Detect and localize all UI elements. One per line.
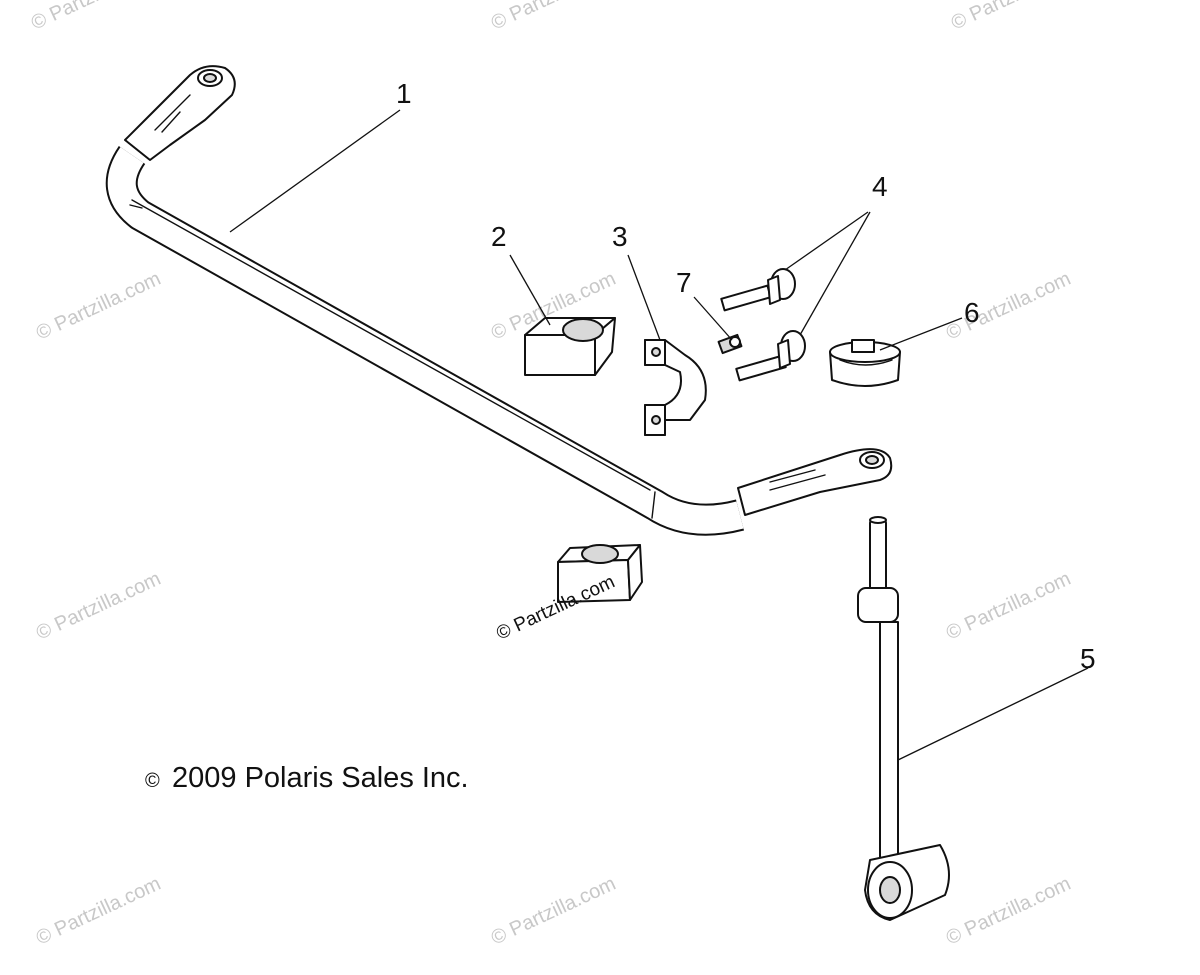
watermark: © Partzilla.com — [943, 268, 1074, 345]
callout-labels: 1 2 3 4 5 6 7 — [396, 78, 1096, 674]
callout-5: 5 — [1080, 643, 1096, 674]
watermark: © Partzilla.com — [33, 873, 164, 950]
callout-6: 6 — [964, 297, 980, 328]
leader-5 — [897, 667, 1089, 761]
callout-7: 7 — [676, 267, 692, 298]
callout-2: 2 — [491, 221, 507, 252]
leader-4b — [799, 211, 871, 336]
end-link-part — [857, 516, 950, 921]
bushing-block-part — [829, 339, 901, 387]
callout-1: 1 — [396, 78, 412, 109]
watermark: © Partzilla.com — [943, 568, 1074, 645]
watermark: © Partzilla.com — [488, 0, 619, 35]
bolts-part — [720, 268, 806, 382]
watermark: © Partzilla.com — [33, 568, 164, 645]
copyright-symbol: © — [145, 770, 160, 792]
bracket-part — [644, 339, 707, 436]
bushing-part — [524, 317, 616, 376]
nut-part — [717, 333, 743, 355]
watermark: © Partzilla.com — [943, 873, 1074, 950]
copyright-text: 2009 Polaris Sales Inc. — [172, 762, 469, 794]
bushing-lower — [557, 544, 643, 603]
callout-3: 3 — [612, 221, 628, 252]
leader-2 — [509, 254, 551, 326]
leader-6 — [879, 317, 963, 351]
leader-4a — [784, 211, 869, 271]
leader-1 — [229, 109, 401, 233]
callout-4: 4 — [872, 171, 888, 202]
watermark: © Partzilla.com — [488, 873, 619, 950]
leader-3 — [627, 254, 661, 341]
watermark: © Partzilla.com — [33, 268, 164, 345]
copyright-line: © 2009 Polaris Sales Inc. — [145, 762, 469, 794]
watermark: © Partzilla.com — [28, 0, 159, 35]
watermark-dark: © Partzilla.com — [493, 571, 618, 644]
leader-7 — [693, 296, 733, 341]
watermark: © Partzilla.com — [948, 0, 1079, 35]
watermarks: © Partzilla.com © Partzilla.com © Partzi… — [28, 0, 1079, 950]
stabilizer-bar — [105, 65, 893, 536]
leader-lines — [229, 109, 1089, 761]
